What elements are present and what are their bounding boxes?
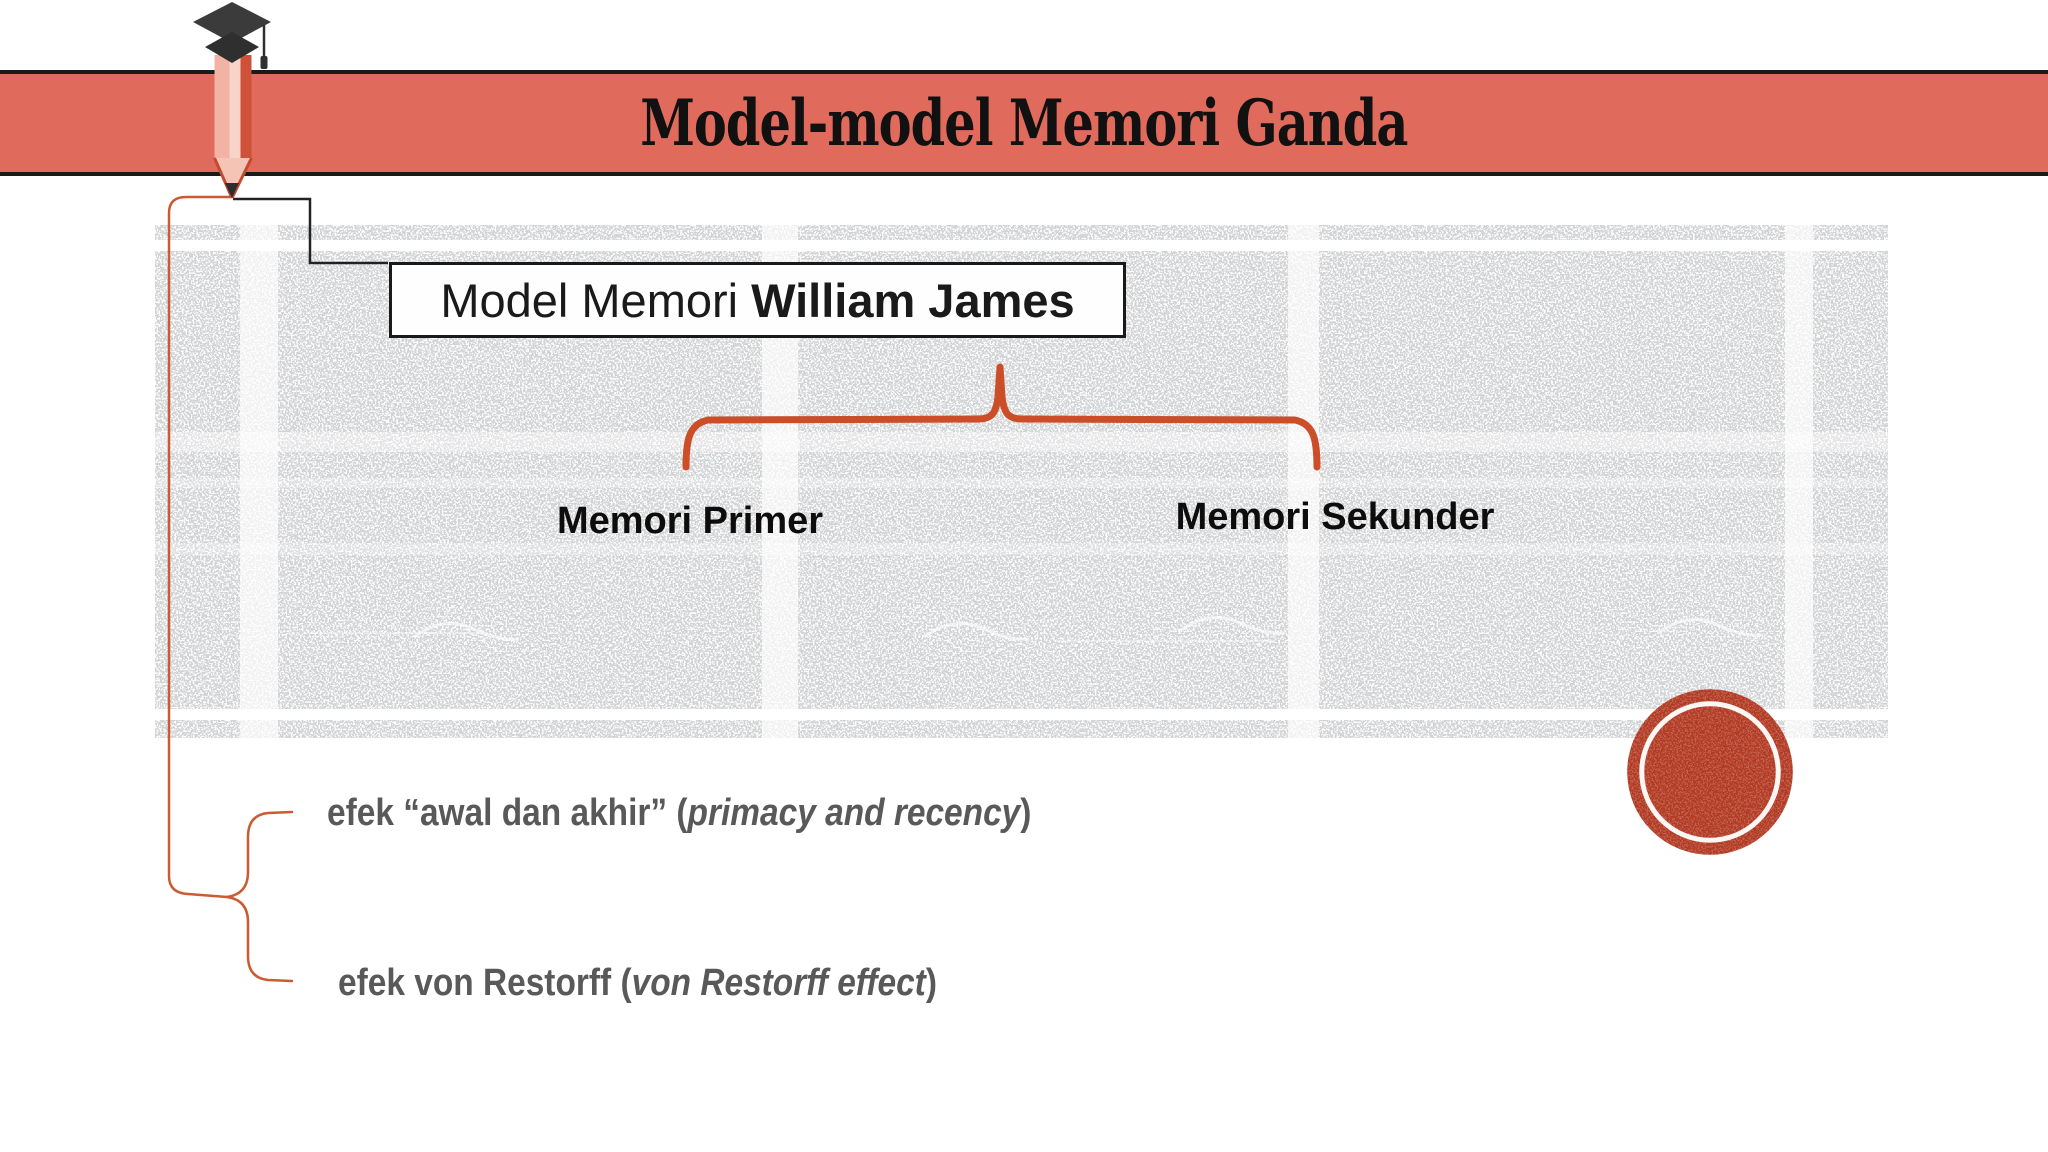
- texture-strip-top: [155, 225, 1888, 240]
- texture-gap: [1785, 225, 1813, 738]
- concept-box-text: Model Memori William James: [440, 273, 1075, 327]
- texture-gap-horizontal: [155, 543, 1888, 555]
- title-banner: Model-model Memori Ganda: [0, 70, 2048, 176]
- slide-title: Model-model Memori Ganda: [640, 85, 1408, 161]
- graduation-cap-icon: [193, 2, 271, 69]
- concept-box-name: William James: [751, 273, 1075, 327]
- left-brace-icon: [225, 810, 294, 983]
- stamp-circle-icon: [1627, 689, 1793, 855]
- effect-line-von-restorff: efek von Restorff (von Restorff effect): [338, 962, 937, 1004]
- texture-gap-horizontal: [155, 478, 1888, 488]
- branch-label-memori-sekunder: Memori Sekunder: [1175, 496, 1495, 538]
- branch-label-memori-primer: Memori Primer: [556, 500, 824, 542]
- effect-line-primacy-recency: efek “awal dan akhir” (primacy and recen…: [327, 792, 1032, 834]
- pencil-icon: [193, 2, 271, 199]
- texture-strip-bottom: [155, 720, 1888, 738]
- texture-gap: [240, 225, 278, 738]
- pencil-body-icon: [213, 55, 253, 199]
- texture-gap-horizontal: [155, 432, 1888, 452]
- scratch-marks: [305, 616, 1764, 642]
- texture-gap: [1288, 225, 1319, 738]
- concept-box: Model Memori William James: [389, 262, 1126, 338]
